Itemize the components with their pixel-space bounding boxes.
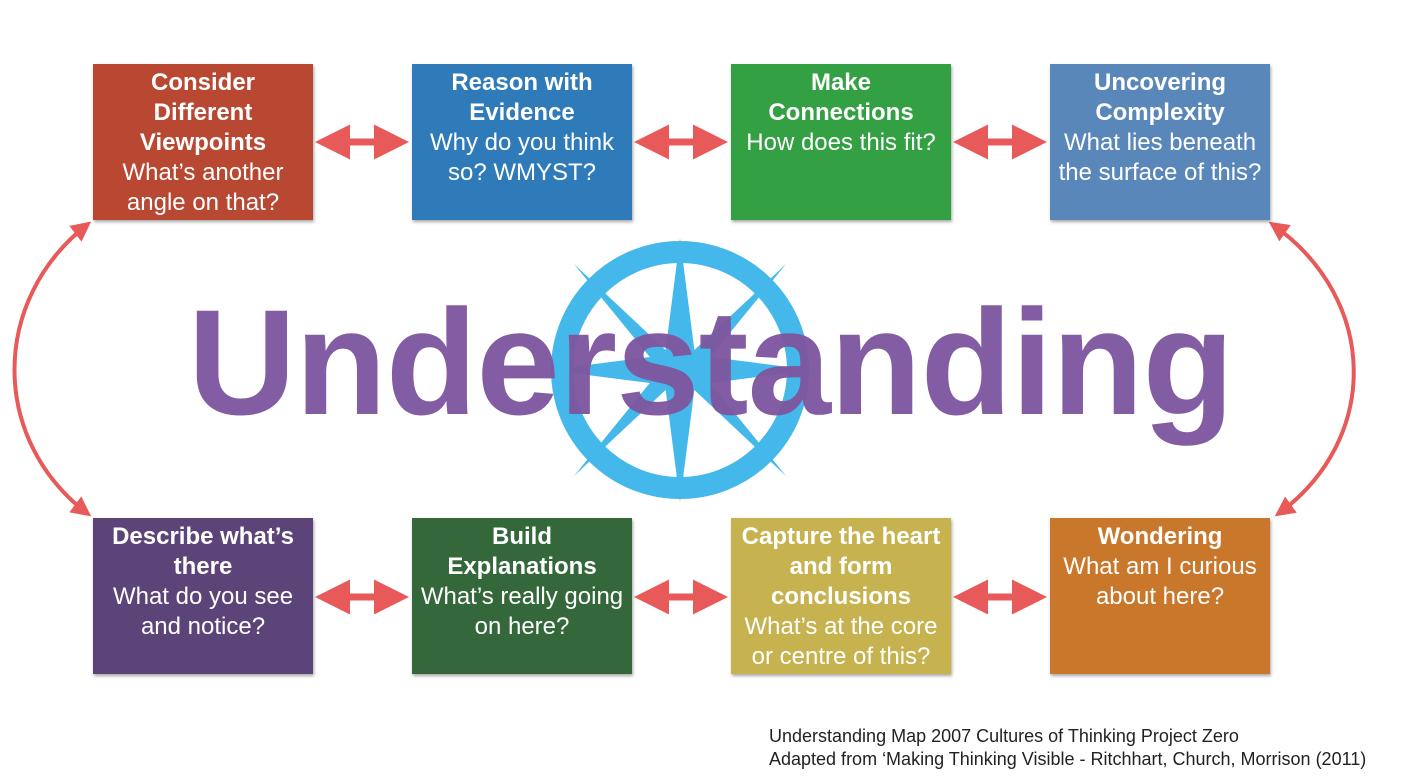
box-question: How does this fit? (746, 129, 936, 156)
compass-rose-icon (548, 238, 812, 502)
citation: Understanding Map 2007 Cultures of Think… (769, 725, 1366, 771)
citation-line-1: Understanding Map 2007 Cultures of Think… (769, 726, 1239, 746)
box-title: Build Explanations (447, 523, 597, 580)
box-question: What do you see and notice? (112, 583, 294, 640)
box-wondering: Wondering What am I curious about here? (1050, 518, 1270, 674)
box-title: Uncovering Complexity (1093, 69, 1227, 126)
box-title: Make Connections (768, 69, 914, 126)
box-reason-with-evidence: Reason with Evidence Why do you think so… (412, 64, 632, 220)
box-question: Why do you think so? WMYST? (429, 129, 615, 186)
box-question: What lies beneath the surface of this? (1058, 129, 1262, 186)
box-title: Describe what’s there (112, 523, 294, 580)
box-title: Reason with Evidence (451, 69, 593, 126)
box-question: What’s really going on here? (420, 583, 624, 640)
center-word: Understanding (187, 278, 1234, 446)
box-describe-whats-there: Describe what’s there What do you see an… (93, 518, 313, 674)
box-build-explanations: Build Explanations What’s really going o… (412, 518, 632, 674)
box-capture-the-heart: Capture the heart and form conclusions W… (731, 518, 951, 674)
box-question: What’s another angle on that? (122, 159, 284, 216)
box-uncovering-complexity: Uncovering Complexity What lies beneath … (1050, 64, 1270, 220)
box-make-connections: Make Connections How does this fit? (731, 64, 951, 220)
box-question: What’s at the core or centre of this? (744, 613, 938, 670)
box-title: Consider Different Viewpoints (139, 69, 267, 156)
box-title: Wondering (1097, 523, 1223, 550)
arrow-left-curve (12, 221, 92, 517)
citation-line-2: Adapted from ‘Making Thinking Visible - … (769, 749, 1367, 769)
box-question: What am I curious about here? (1063, 553, 1257, 610)
arrow-right-curve (1268, 221, 1356, 517)
box-title: Capture the heart and form conclusions (741, 523, 941, 610)
box-consider-different-viewpoints: Consider Different Viewpoints What’s ano… (93, 64, 313, 220)
